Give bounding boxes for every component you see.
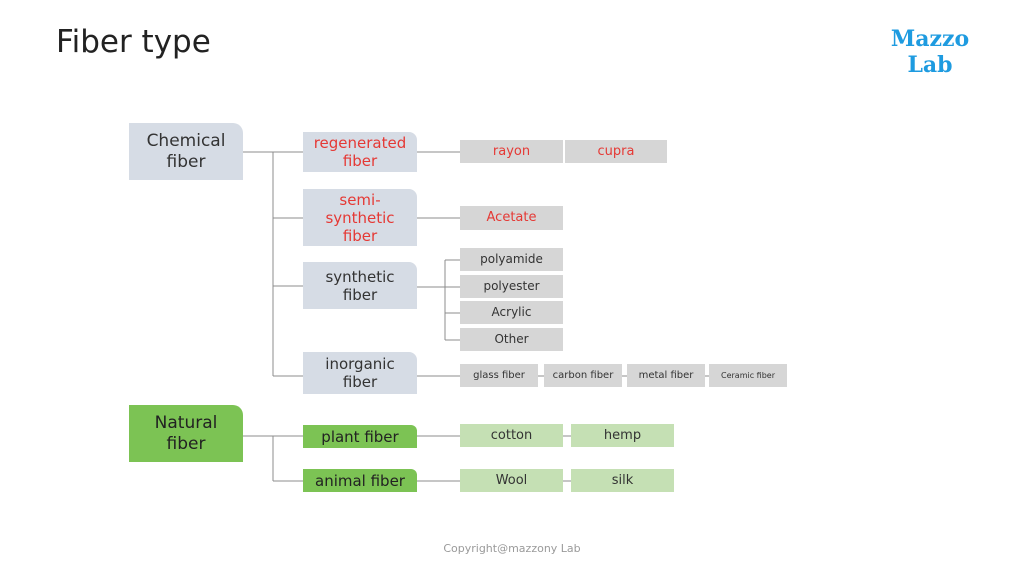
copyright-footer: Copyright@mazzony Lab [443, 542, 581, 555]
inorganic-fiber-label: inorganic fiber [325, 355, 395, 391]
logo-line-1: Mazzo [890, 26, 970, 52]
plant-fiber-node: plant fiber [303, 425, 417, 448]
chemical-fiber-label: Chemical fiber [146, 131, 226, 172]
synthetic-fiber-label: synthetic fiber [325, 267, 395, 304]
leaf-cupra: cupra [565, 140, 667, 163]
leaf-silk: silk [571, 469, 674, 492]
regenerated-fiber-label: regenerated fiber [313, 134, 407, 170]
leaf-ceramic-fiber: Ceramic fiber [709, 364, 787, 387]
leaf-carbon-fiber: carbon fiber [544, 364, 622, 387]
leaf-acetate: Acetate [460, 206, 563, 230]
leaf-wool: Wool [460, 469, 563, 492]
leaf-polyester: polyester [460, 275, 563, 298]
leaf-metal-fiber: metal fiber [627, 364, 705, 387]
natural-fiber-node: Natural fiber [129, 405, 243, 462]
leaf-glass-fiber: glass fiber [460, 364, 538, 387]
semi-synthetic-fiber-node: semi-synthetic fiber [303, 189, 417, 246]
semi-synthetic-fiber-label: semi-synthetic fiber [325, 190, 395, 245]
leaf-rayon: rayon [460, 140, 563, 163]
mazzo-lab-logo: Mazzo Lab [880, 26, 980, 78]
regenerated-fiber-node: regenerated fiber [303, 132, 417, 172]
animal-fiber-node: animal fiber [303, 469, 417, 492]
natural-fiber-label: Natural fiber [154, 413, 218, 454]
leaf-acrylic: Acrylic [460, 301, 563, 324]
leaf-cotton: cotton [460, 424, 563, 447]
chemical-fiber-node: Chemical fiber [129, 123, 243, 180]
leaf-polyamide: polyamide [460, 248, 563, 271]
leaf-hemp: hemp [571, 424, 674, 447]
page-title: Fiber type [56, 24, 211, 60]
logo-line-2: Lab [907, 52, 953, 78]
synthetic-fiber-node: synthetic fiber [303, 262, 417, 309]
inorganic-fiber-node: inorganic fiber [303, 352, 417, 394]
leaf-other: Other [460, 328, 563, 351]
